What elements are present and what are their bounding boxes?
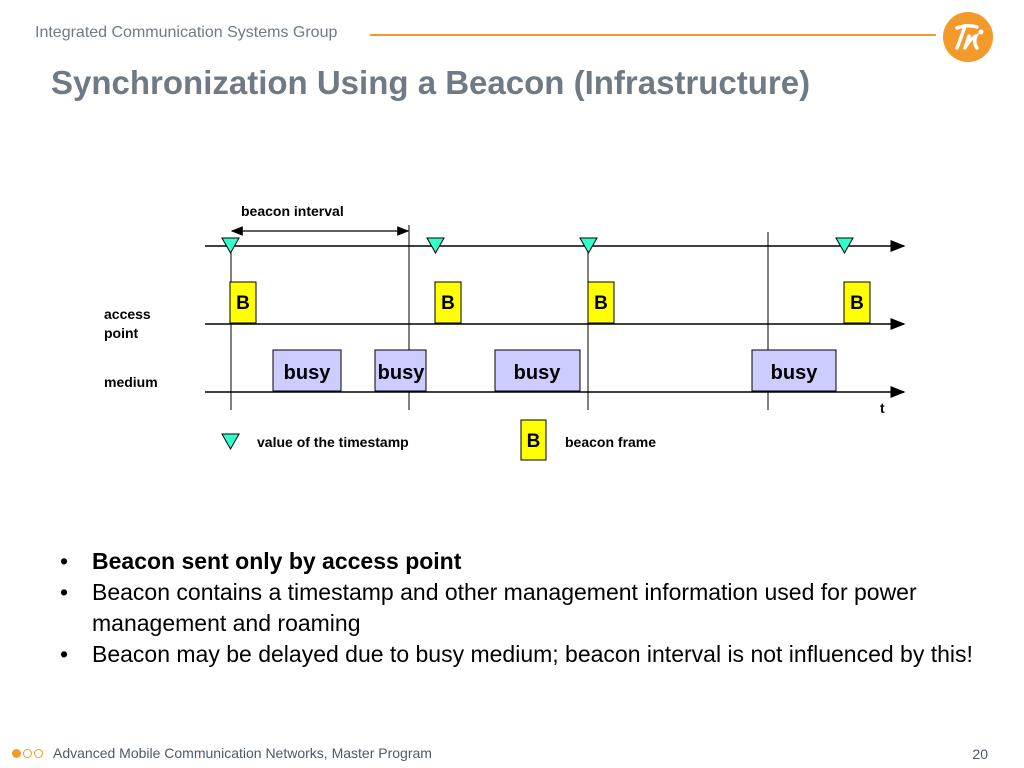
- access-point-label-line2: point: [104, 325, 139, 341]
- timestamp-marker: [579, 237, 598, 255]
- time-axis-label: t: [880, 400, 885, 416]
- timestamp-marker: [835, 237, 854, 255]
- bullet-marker: •: [60, 548, 69, 574]
- footer-program: Advanced Mobile Communication Networks, …: [53, 745, 432, 761]
- bullet-item: • Beacon contains a timestamp and other …: [60, 577, 995, 639]
- beacon-timing-diagram: beacon interval B B B B access point med…: [104, 203, 906, 461]
- busy-label: busy: [284, 362, 332, 384]
- busy-label: busy: [514, 362, 562, 384]
- beacon-letter: B: [441, 293, 455, 314]
- busy-period: busy: [751, 349, 837, 392]
- group-name: Integrated Communication Systems Group: [35, 24, 338, 41]
- busy-period: busy: [494, 349, 581, 392]
- timestamp-marker: [426, 237, 445, 255]
- busy-label: busy: [771, 362, 819, 384]
- footer-dots-icon: [12, 745, 45, 763]
- beacon-letter: B: [594, 293, 608, 314]
- timestamp-marker: [221, 237, 240, 255]
- beacon-interval-label: beacon interval: [241, 203, 344, 219]
- slide-title: Synchronization Using a Beacon (Infrastr…: [51, 64, 811, 101]
- access-point-label-line1: access: [104, 306, 151, 322]
- bullet-item: • Beacon may be delayed due to busy medi…: [60, 639, 995, 670]
- bullet-marker: •: [60, 579, 69, 605]
- legend-beacon-letter: B: [527, 431, 541, 452]
- legend-beacon-label: beacon frame: [565, 434, 656, 450]
- beacon-frame: B: [434, 281, 462, 324]
- bullet-text: Beacon contains a timestamp and other ma…: [92, 579, 917, 636]
- page-number: 20: [972, 746, 988, 762]
- busy-period: busy: [374, 349, 427, 392]
- beacon-frame: B: [587, 281, 615, 324]
- busy-label: busy: [378, 362, 426, 384]
- legend-beacon-icon: [520, 419, 547, 461]
- bullet-text: Beacon may be delayed due to busy medium…: [92, 641, 973, 667]
- header-rule: [370, 34, 936, 36]
- legend-timestamp-icon: [221, 433, 240, 451]
- bullet-list: • Beacon sent only by access point • Bea…: [60, 546, 995, 670]
- bullet-item: • Beacon sent only by access point: [60, 546, 995, 577]
- busy-period: busy: [272, 349, 342, 392]
- beacon-letter: B: [850, 293, 864, 314]
- beacon-frame: B: [843, 281, 871, 324]
- beacon-letter: B: [236, 293, 250, 314]
- bullet-marker: •: [60, 641, 69, 667]
- medium-label: medium: [104, 374, 158, 390]
- legend-timestamp-label: value of the timestamp: [257, 434, 409, 450]
- ti-logo-icon: [943, 12, 993, 62]
- bullet-text: Beacon sent only by access point: [92, 548, 462, 574]
- beacon-frame: B: [229, 281, 257, 324]
